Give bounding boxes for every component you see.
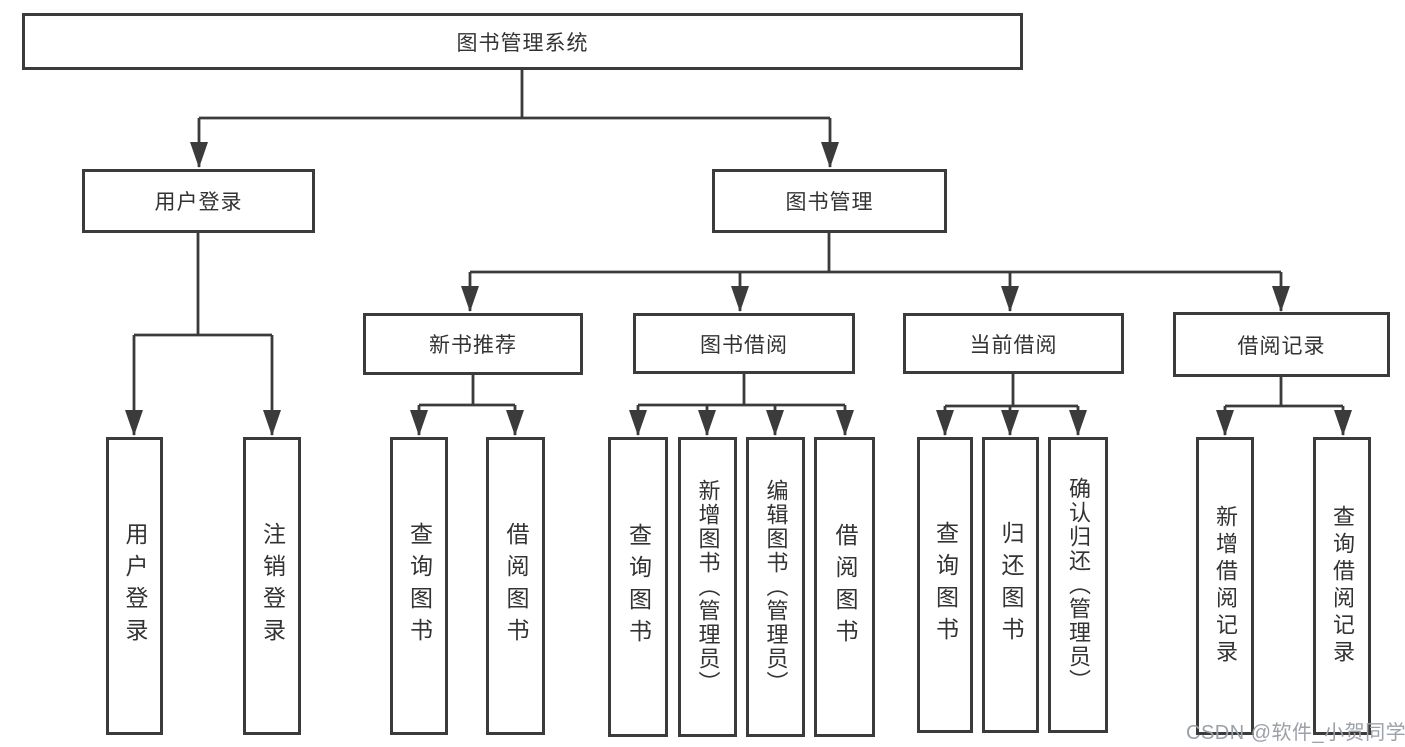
node-borrow-records: 借阅记录 xyxy=(1173,312,1390,377)
leaf-bb-query-book: 查询图书 xyxy=(608,437,668,737)
csdn-watermark: CSDN @软件_小贺同学 xyxy=(1186,722,1405,744)
leaf-br-add-record: 新增借阅记录 xyxy=(1196,437,1254,735)
leaf-logout-login: 注销登录 xyxy=(243,437,301,735)
node-book-management-branch: 图书管理 xyxy=(712,169,947,233)
leaf-nbr-borrow-book: 借阅图书 xyxy=(486,437,545,735)
leaf-bb-borrow-book: 借阅图书 xyxy=(814,437,875,737)
leaf-user-login: 用户登录 xyxy=(106,437,163,735)
leaf-bb-edit-book-admin: 编辑图书（管理员） xyxy=(746,437,805,737)
leaf-nbr-query-book: 查询图书 xyxy=(390,437,448,735)
leaf-bb-add-book-admin: 新增图书（管理员） xyxy=(678,437,737,737)
node-book-borrowing: 图书借阅 xyxy=(633,313,855,374)
leaf-cb-confirm-return-admin: 确认归还（管理员） xyxy=(1048,437,1108,733)
leaf-cb-return-book: 归还图书 xyxy=(982,437,1039,733)
leaf-cb-query-book: 查询图书 xyxy=(917,437,973,733)
node-root: 图书管理系统 xyxy=(22,13,1023,70)
node-current-borrowing: 当前借阅 xyxy=(903,313,1124,374)
node-new-book-recommend: 新书推荐 xyxy=(363,313,583,375)
leaf-br-query-record: 查询借阅记录 xyxy=(1313,437,1371,735)
node-user-login-branch: 用户登录 xyxy=(82,169,315,233)
